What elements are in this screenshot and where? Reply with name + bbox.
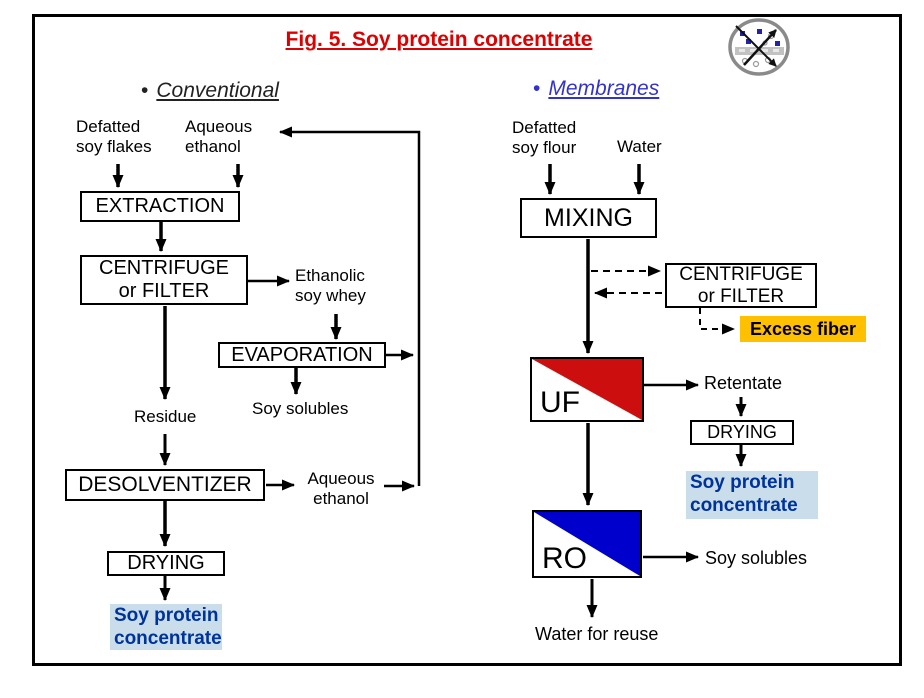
recycle-loop-line [279,126,421,486]
soy-protein-concentrate-membranes: Soy protein concentrate [686,471,818,519]
label-defatted-soy-flour: Defatted soy flour [512,118,577,157]
figure-title: Fig. 5. Soy protein concentrate [285,28,593,51]
label-residue: Residue [134,407,197,426]
evaporation-box: EVAPORATION [218,342,386,368]
drying-box-membranes: DRYING [690,420,794,445]
mixing-box: MIXING [520,198,657,238]
label-water-for-reuse: Water for reuse [535,624,659,644]
membrane-separation-logo-icon [728,18,790,76]
uf-label: UF [540,386,580,419]
label-soy-solubles-membranes: Soy solubles [705,548,808,568]
label-aqueous-ethanol-input: Aqueous ethanol [185,117,253,156]
slide-border-frame [32,14,902,666]
centrifuge-filter-box-conventional: CENTRIFUGE or FILTER [80,255,248,305]
drying-box-conventional: DRYING [107,551,225,576]
excess-fiber-highlight: Excess fiber [740,316,866,342]
label-soy-solubles-conventional: Soy solubles [252,399,349,418]
desolventizer-box: DESOLVENTIZER [65,469,265,501]
ro-label: RO [542,542,587,575]
label-defatted-soy-flakes: Defatted soy flakes [76,117,152,156]
bullet-icon: • [141,79,149,102]
conventional-header: •Conventional [141,79,279,102]
membranes-header: •Membranes [533,77,660,100]
label-retentate: Retentate [704,373,783,393]
ro-blue-triangle [534,512,640,576]
dashed-arrow-to-excess-fiber [699,308,735,335]
label-ethanolic-soy-whey: Ethanolic soy whey [295,266,366,305]
label-water-input: Water [617,137,662,156]
ro-membrane-box: RO [532,510,642,578]
uf-red-triangle [532,359,642,420]
uf-membrane-box: UF [530,357,644,422]
centrifuge-filter-box-membranes: CENTRIFUGE or FILTER [665,263,817,308]
extraction-box: EXTRACTION [80,191,240,222]
bullet-icon: • [533,77,541,100]
soy-protein-concentrate-conventional: Soy protein concentrate [110,604,222,650]
label-aqueous-ethanol-recycle: Aqueous ethanol [307,469,375,508]
